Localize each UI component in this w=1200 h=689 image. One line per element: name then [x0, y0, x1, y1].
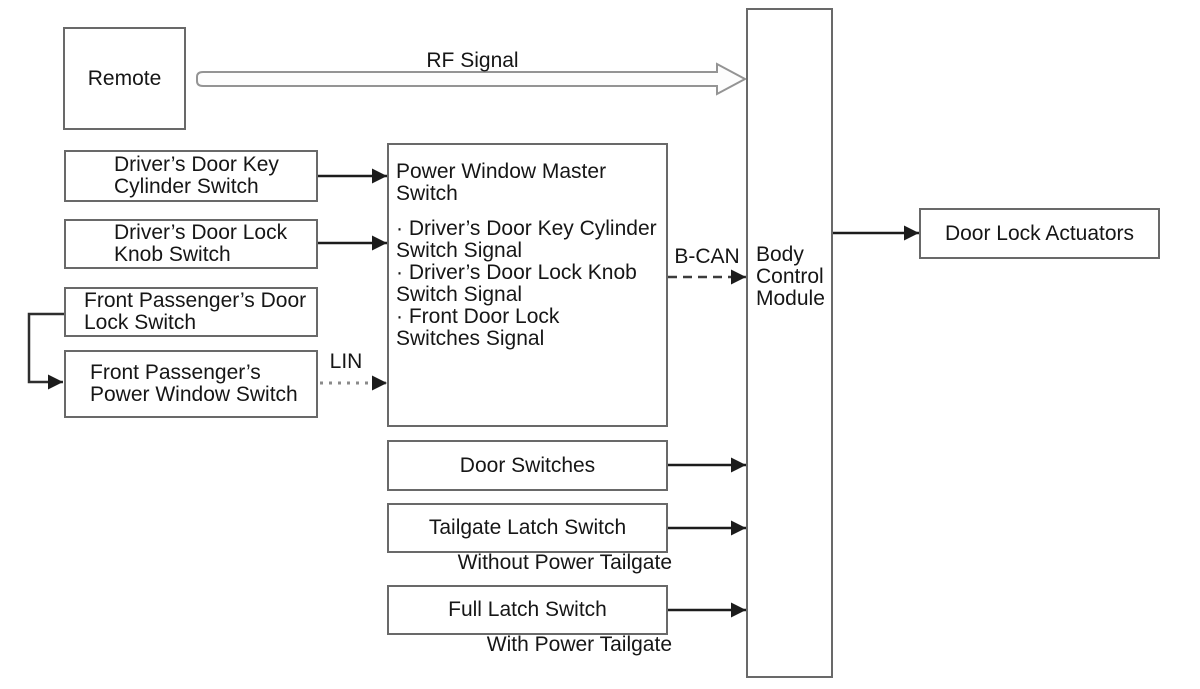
- front-passenger-power-window-switch-box: Front Passenger’s Power Window Switch: [64, 350, 318, 418]
- box-label-line: Knob Switch: [114, 243, 231, 266]
- bullet-line: · Driver’s Door Lock Knob: [396, 261, 637, 284]
- box-label-line: Body: [756, 243, 804, 266]
- box-label-line: Control: [756, 265, 824, 288]
- b-can-label: B-CAN: [674, 245, 740, 268]
- door-switches-box: Door Switches: [387, 440, 668, 491]
- body-control-module-box: Body Control Module: [746, 8, 833, 678]
- box-label-line: Tailgate Latch Switch: [428, 516, 627, 539]
- lin-label: LIN: [329, 350, 363, 373]
- box-label-line: Cylinder Switch: [114, 175, 259, 198]
- power-window-master-switch-box: Power Window Master Switch · Driver’s Do…: [387, 143, 668, 427]
- with-power-tailgate-label: With Power Tailgate: [486, 633, 672, 656]
- bullet-line: Switch Signal: [396, 239, 523, 262]
- bullet-line: Switch Signal: [396, 283, 523, 306]
- box-label-line: Power Window Switch: [90, 383, 298, 406]
- power-window-master-switch-title: Power Window Master Switch: [396, 160, 607, 205]
- arrow-door-lock-to-power-window-switch: [27, 312, 64, 390]
- box-label-line: Front Passenger’s: [90, 361, 261, 384]
- driver-door-lock-knob-switch-box: Driver’s Door Lock Knob Switch: [64, 219, 318, 269]
- tailgate-latch-switch-box: Tailgate Latch Switch: [387, 503, 668, 553]
- remote-label: Remote: [87, 66, 162, 90]
- box-label-line: Door Lock Actuators: [944, 221, 1135, 245]
- without-power-tailgate-label: Without Power Tailgate: [457, 551, 672, 574]
- bullet-line: · Driver’s Door Key Cylinder: [396, 217, 657, 240]
- front-passenger-door-lock-switch-box: Front Passenger’s Door Lock Switch: [64, 287, 318, 337]
- rf-signal-label: RF Signal: [426, 49, 519, 72]
- remote-box: Remote: [63, 27, 186, 130]
- bullet-line: · Front Door Lock: [396, 305, 560, 328]
- box-label-line: Module: [756, 287, 825, 310]
- box-label-line: Full Latch Switch: [448, 598, 607, 621]
- driver-door-key-cylinder-switch-box: Driver’s Door Key Cylinder Switch: [64, 150, 318, 202]
- door-lock-actuators-box: Door Lock Actuators: [919, 208, 1160, 259]
- box-label-line: Lock Switch: [84, 311, 197, 334]
- box-label-line: Driver’s Door Lock: [114, 221, 288, 244]
- full-latch-switch-box: Full Latch Switch: [387, 585, 668, 635]
- rf-signal-hollow-arrow: [196, 62, 748, 96]
- box-label-line: Front Passenger’s Door: [84, 289, 307, 312]
- box-label-line: Door Switches: [459, 453, 596, 477]
- bullet-line: Switches Signal: [396, 327, 545, 350]
- box-label-line: Driver’s Door Key: [114, 153, 279, 176]
